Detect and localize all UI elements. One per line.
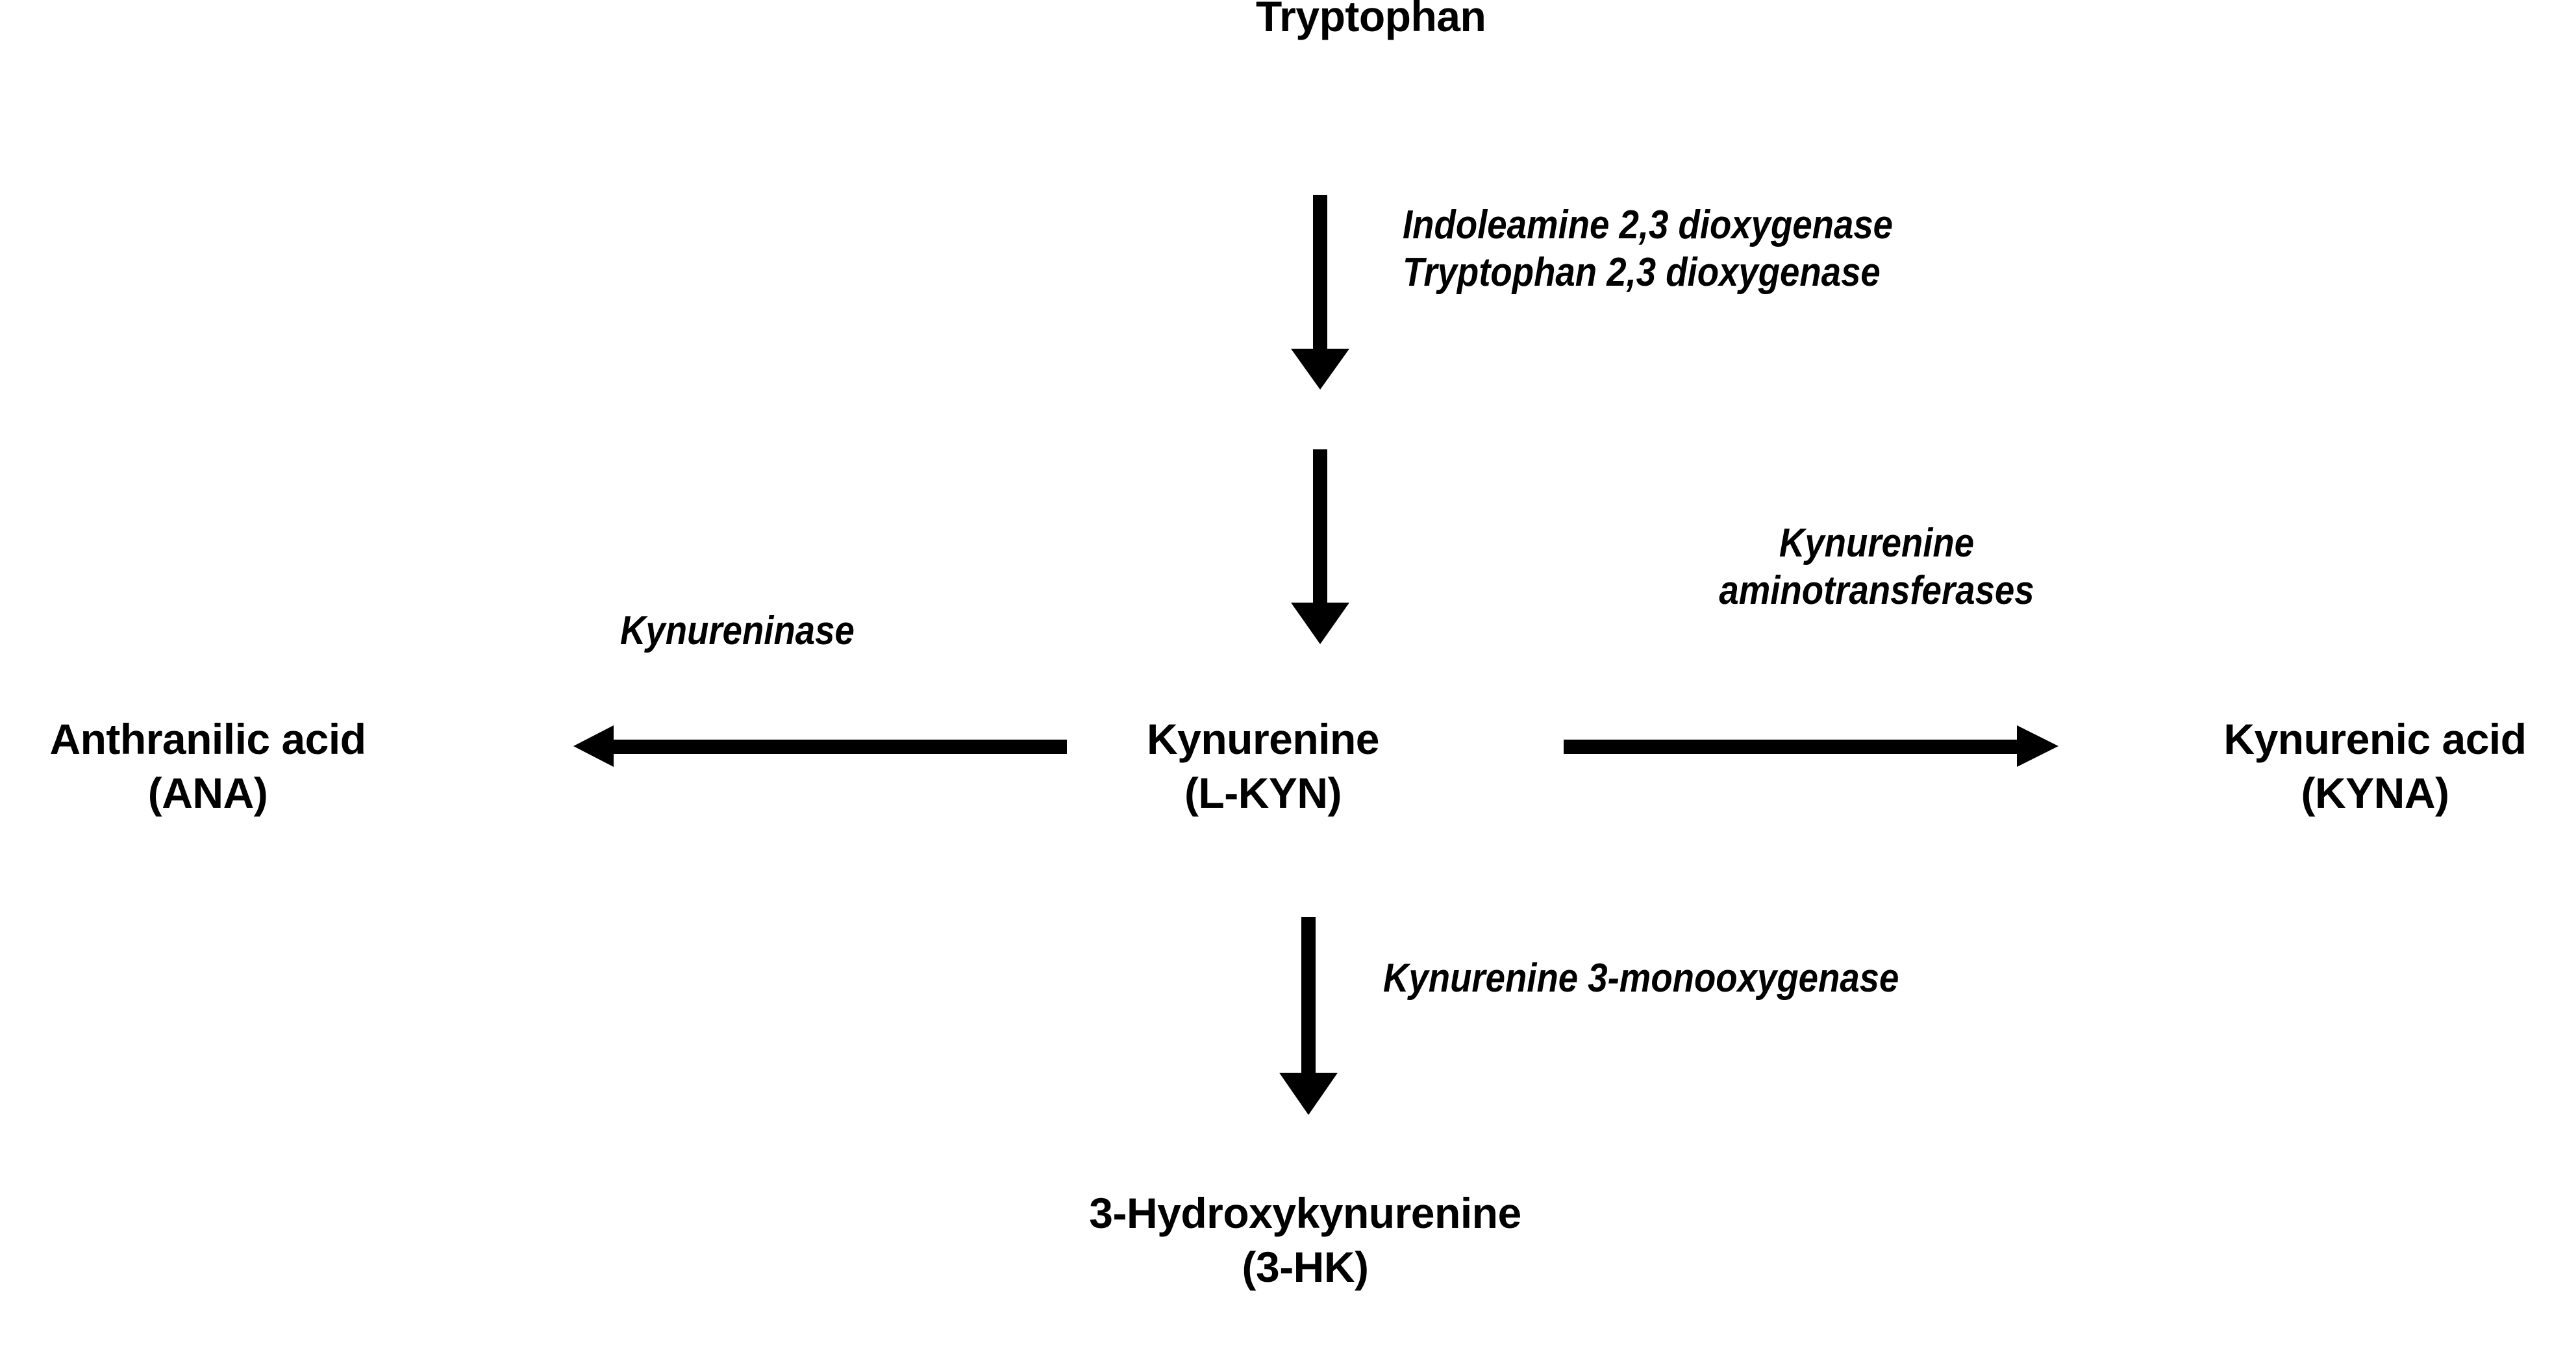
node-kynurenic-acid-name: Kynurenic acid (2223, 715, 2527, 763)
enzyme-label-dioxygenases: Indoleamine 2,3 dioxygenase Tryptophan 2… (1403, 201, 1893, 296)
node-kynurenic-acid: Kynurenic acid (KYNA) (2172, 715, 2576, 818)
enzyme-ido-label: Indoleamine 2,3 dioxygenase (1403, 203, 1894, 247)
node-anthranilic-acid-abbrev: (ANA) (147, 769, 268, 818)
arrow-kynurenine-to-hydroxykynurenine (1279, 917, 1338, 1115)
enzyme-label-kynureninase: Kynureninase (620, 607, 855, 655)
node-kynurenine: Kynurenine (L-KYN) (1104, 715, 1422, 818)
enzyme-label-kynurenine-aminotransferases: Kynurenine aminotransferases (1648, 519, 2105, 614)
node-hydroxykynurenine-abbrev: (3-HK) (1242, 1243, 1369, 1292)
enzyme-kat-line2-label: aminotransferases (1719, 568, 2034, 614)
node-hydroxykynurenine-name: 3-Hydroxykynurenine (1089, 1189, 1521, 1237)
enzyme-kynureninase-label: Kynureninase (620, 608, 855, 653)
enzyme-label-kynurenine-3-monooxygenase: Kynurenine 3-monooxygenase (1383, 955, 1899, 1002)
arrow-tryptophan-to-kynurenine-upper (1291, 195, 1349, 390)
arrow-kynurenine-to-kynurenic-acid (1564, 725, 2058, 767)
node-tryptophan: Tryptophan (1256, 0, 1486, 38)
enzyme-tdo-label: Tryptophan 2,3 dioxygenase (1403, 250, 1881, 295)
node-kynurenic-acid-abbrev: (KYNA) (2301, 769, 2449, 818)
node-tryptophan-label: Tryptophan (1256, 0, 1486, 40)
enzyme-kat-line1-label: Kynurenine (1779, 521, 1975, 566)
node-hydroxykynurenine: 3-Hydroxykynurenine (3-HK) (903, 1189, 1708, 1292)
node-kynurenine-abbrev: (L-KYN) (1184, 769, 1342, 818)
node-anthranilic-acid: Anthranilic acid (ANA) (0, 715, 416, 818)
node-kynurenine-name: Kynurenine (1146, 715, 1380, 763)
arrow-kynurenine-to-anthranilic-acid (573, 725, 1067, 767)
enzyme-kmo-label: Kynurenine 3-monooxygenase (1383, 956, 1899, 1001)
node-anthranilic-acid-name: Anthranilic acid (49, 715, 366, 763)
arrow-tryptophan-to-kynurenine-lower (1291, 449, 1349, 644)
